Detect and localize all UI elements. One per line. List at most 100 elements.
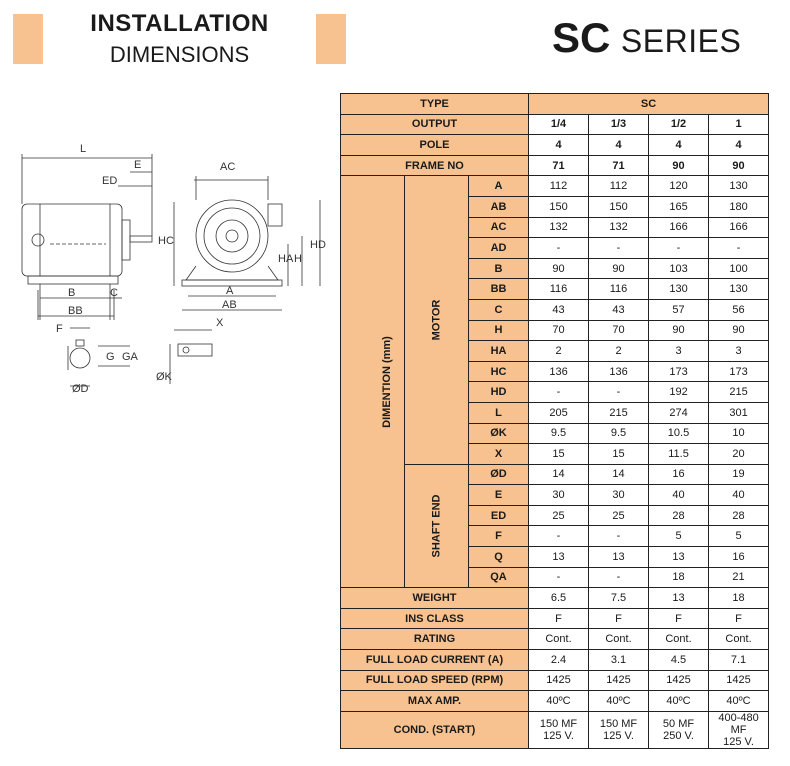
- motor-cell: 43: [528, 298, 590, 321]
- motor-cell: 116: [588, 278, 650, 300]
- motor-cell: 90: [648, 319, 710, 342]
- motor-cell: 2: [588, 340, 650, 362]
- shaft-cell: 13: [648, 546, 710, 568]
- shaft-cell: 14: [588, 463, 650, 486]
- shaft-cell: 13: [528, 546, 590, 568]
- cell-pole-3: 4: [708, 134, 770, 156]
- label-a: A: [226, 285, 234, 297]
- type-value: SC: [528, 93, 770, 115]
- property-cell: 4.5: [648, 649, 710, 671]
- property-cell: 3.1: [588, 649, 650, 671]
- motor-cell: 215: [708, 381, 770, 403]
- series-title: SC SERIES: [552, 14, 741, 62]
- motor-cell: 11.5: [648, 443, 710, 465]
- cell-output-2: 1/2: [648, 113, 710, 136]
- motor-row-label: AC: [467, 216, 530, 239]
- label-ga: GA: [122, 351, 139, 363]
- property-cell: Cont.: [588, 628, 650, 651]
- shaft-row-label: ED: [467, 504, 530, 527]
- shaft-cell: 25: [528, 504, 590, 527]
- motor-cell: 192: [648, 381, 710, 403]
- accent-bar-right: [316, 14, 346, 64]
- motor-row-label: X: [467, 443, 530, 465]
- shaft-cell: 30: [528, 484, 590, 506]
- cell-pole-1: 4: [588, 134, 650, 156]
- shaft-detail: [67, 327, 213, 387]
- property-cell: F: [588, 607, 650, 630]
- motor-cell: 132: [588, 216, 650, 239]
- heading-dimensions: DIMENSIONS: [109, 42, 250, 67]
- motor-row-label: AB: [467, 195, 530, 218]
- shaft-cell: 13: [588, 546, 650, 568]
- row-label-frame: FRAME NO: [339, 154, 530, 177]
- shaft-row-label: ØD: [467, 463, 530, 486]
- motor-cell: -: [648, 237, 710, 259]
- motor-cell: 10: [708, 422, 770, 445]
- label-ed: ED: [102, 175, 117, 187]
- motor-cell: -: [528, 237, 590, 259]
- motor-cell: 90: [528, 257, 590, 280]
- motor-cell: 20: [708, 443, 770, 465]
- label-ac: AC: [220, 161, 235, 173]
- motor-group: MOTOR: [404, 175, 469, 465]
- side-view: [21, 154, 153, 320]
- property-cell: Cont.: [528, 628, 590, 651]
- shaft-cell: 30: [588, 484, 650, 506]
- motor-cell: 166: [708, 216, 770, 239]
- cell-frame-1: 71: [588, 154, 650, 177]
- motor-cell: 301: [708, 401, 770, 424]
- row-label-pole: POLE: [339, 134, 530, 156]
- motor-cell: 70: [588, 319, 650, 342]
- property-cell: 6.5: [528, 587, 590, 609]
- cell-frame-0: 71: [528, 154, 590, 177]
- motor-cell: 9.5: [528, 422, 590, 445]
- row-motor: AD----: [341, 237, 770, 259]
- motor-dimension-drawing: L E ED AC HC HA H HD B C BB A AB F G GA …: [21, 143, 326, 395]
- motor-row-label: AD: [467, 237, 530, 259]
- cond-line2: 125 V.: [603, 729, 634, 742]
- label-k: ØK: [156, 371, 173, 383]
- shaft-row-label: Q: [467, 546, 530, 568]
- label-b: B: [68, 287, 75, 299]
- cell-pole-0: 4: [528, 134, 590, 156]
- cond-line2: 250 V.: [663, 729, 694, 742]
- shaft-row-label: QA: [467, 566, 530, 589]
- property-cell: F: [528, 607, 590, 630]
- motor-row-label: L: [467, 401, 530, 424]
- shaft-cell: 40: [648, 484, 710, 506]
- motor-cell: 15: [588, 443, 650, 465]
- motor-cell: 15: [528, 443, 590, 465]
- motor-cell: 150: [528, 195, 590, 218]
- shaft-cell: -: [588, 566, 650, 589]
- property-label: WEIGHT: [339, 587, 530, 609]
- property-cell: 1425: [648, 669, 710, 692]
- motor-row-label: HA: [467, 340, 530, 362]
- motor-cell: 103: [648, 257, 710, 280]
- motor-cell: 3: [708, 340, 770, 362]
- property-cell: 1425: [708, 669, 770, 692]
- cell-output-0: 1/4: [528, 113, 590, 136]
- property-cell: 40ºC: [588, 690, 650, 712]
- motor-cell: 90: [588, 257, 650, 280]
- label-d: ØD: [72, 383, 89, 395]
- cond-line2: 125 V.: [543, 729, 574, 742]
- motor-cell: 90: [708, 319, 770, 342]
- motor-cell: 130: [708, 278, 770, 300]
- front-view: [173, 176, 321, 311]
- property-cell: 40ºC: [648, 690, 710, 712]
- property-cell: 2.4: [528, 649, 590, 671]
- motor-row-label: HD: [467, 381, 530, 403]
- label-bb: BB: [68, 305, 83, 317]
- shaft-cell: 5: [708, 525, 770, 548]
